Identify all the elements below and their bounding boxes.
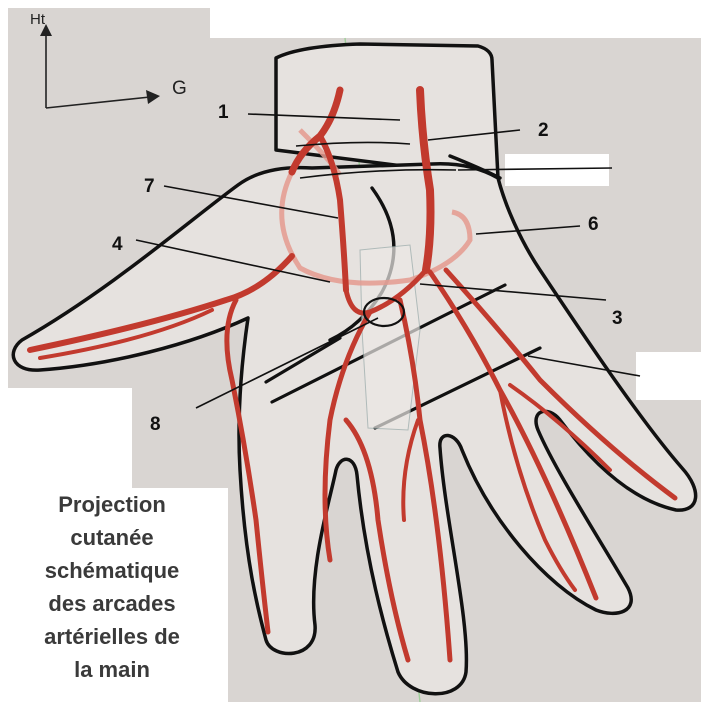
caption-line-6: la main [74, 657, 150, 682]
mask-blank-label-box [505, 154, 609, 186]
caption-line-5: artérielles de [44, 624, 180, 649]
label-7: 7 [144, 176, 155, 197]
label-3: 3 [612, 308, 623, 329]
caption-line-1: Projection [58, 492, 166, 517]
mask-blank-label-box-right [636, 352, 701, 400]
label-2: 2 [538, 120, 549, 141]
mask-top-right [210, 0, 701, 38]
label-8: 8 [150, 414, 161, 435]
caption-line-3: schématique [45, 558, 180, 583]
label-1: 1 [218, 102, 229, 123]
label-4: 4 [112, 234, 123, 255]
axis-label-ht: Ht [30, 11, 46, 28]
caption-line-4: des arcades [48, 591, 175, 616]
label-6: 6 [588, 214, 599, 235]
caption-line-2: cutanée [70, 525, 153, 550]
axis-label-g: G [172, 78, 187, 99]
palm-patch [360, 245, 420, 430]
mask-left-middle [0, 388, 132, 488]
